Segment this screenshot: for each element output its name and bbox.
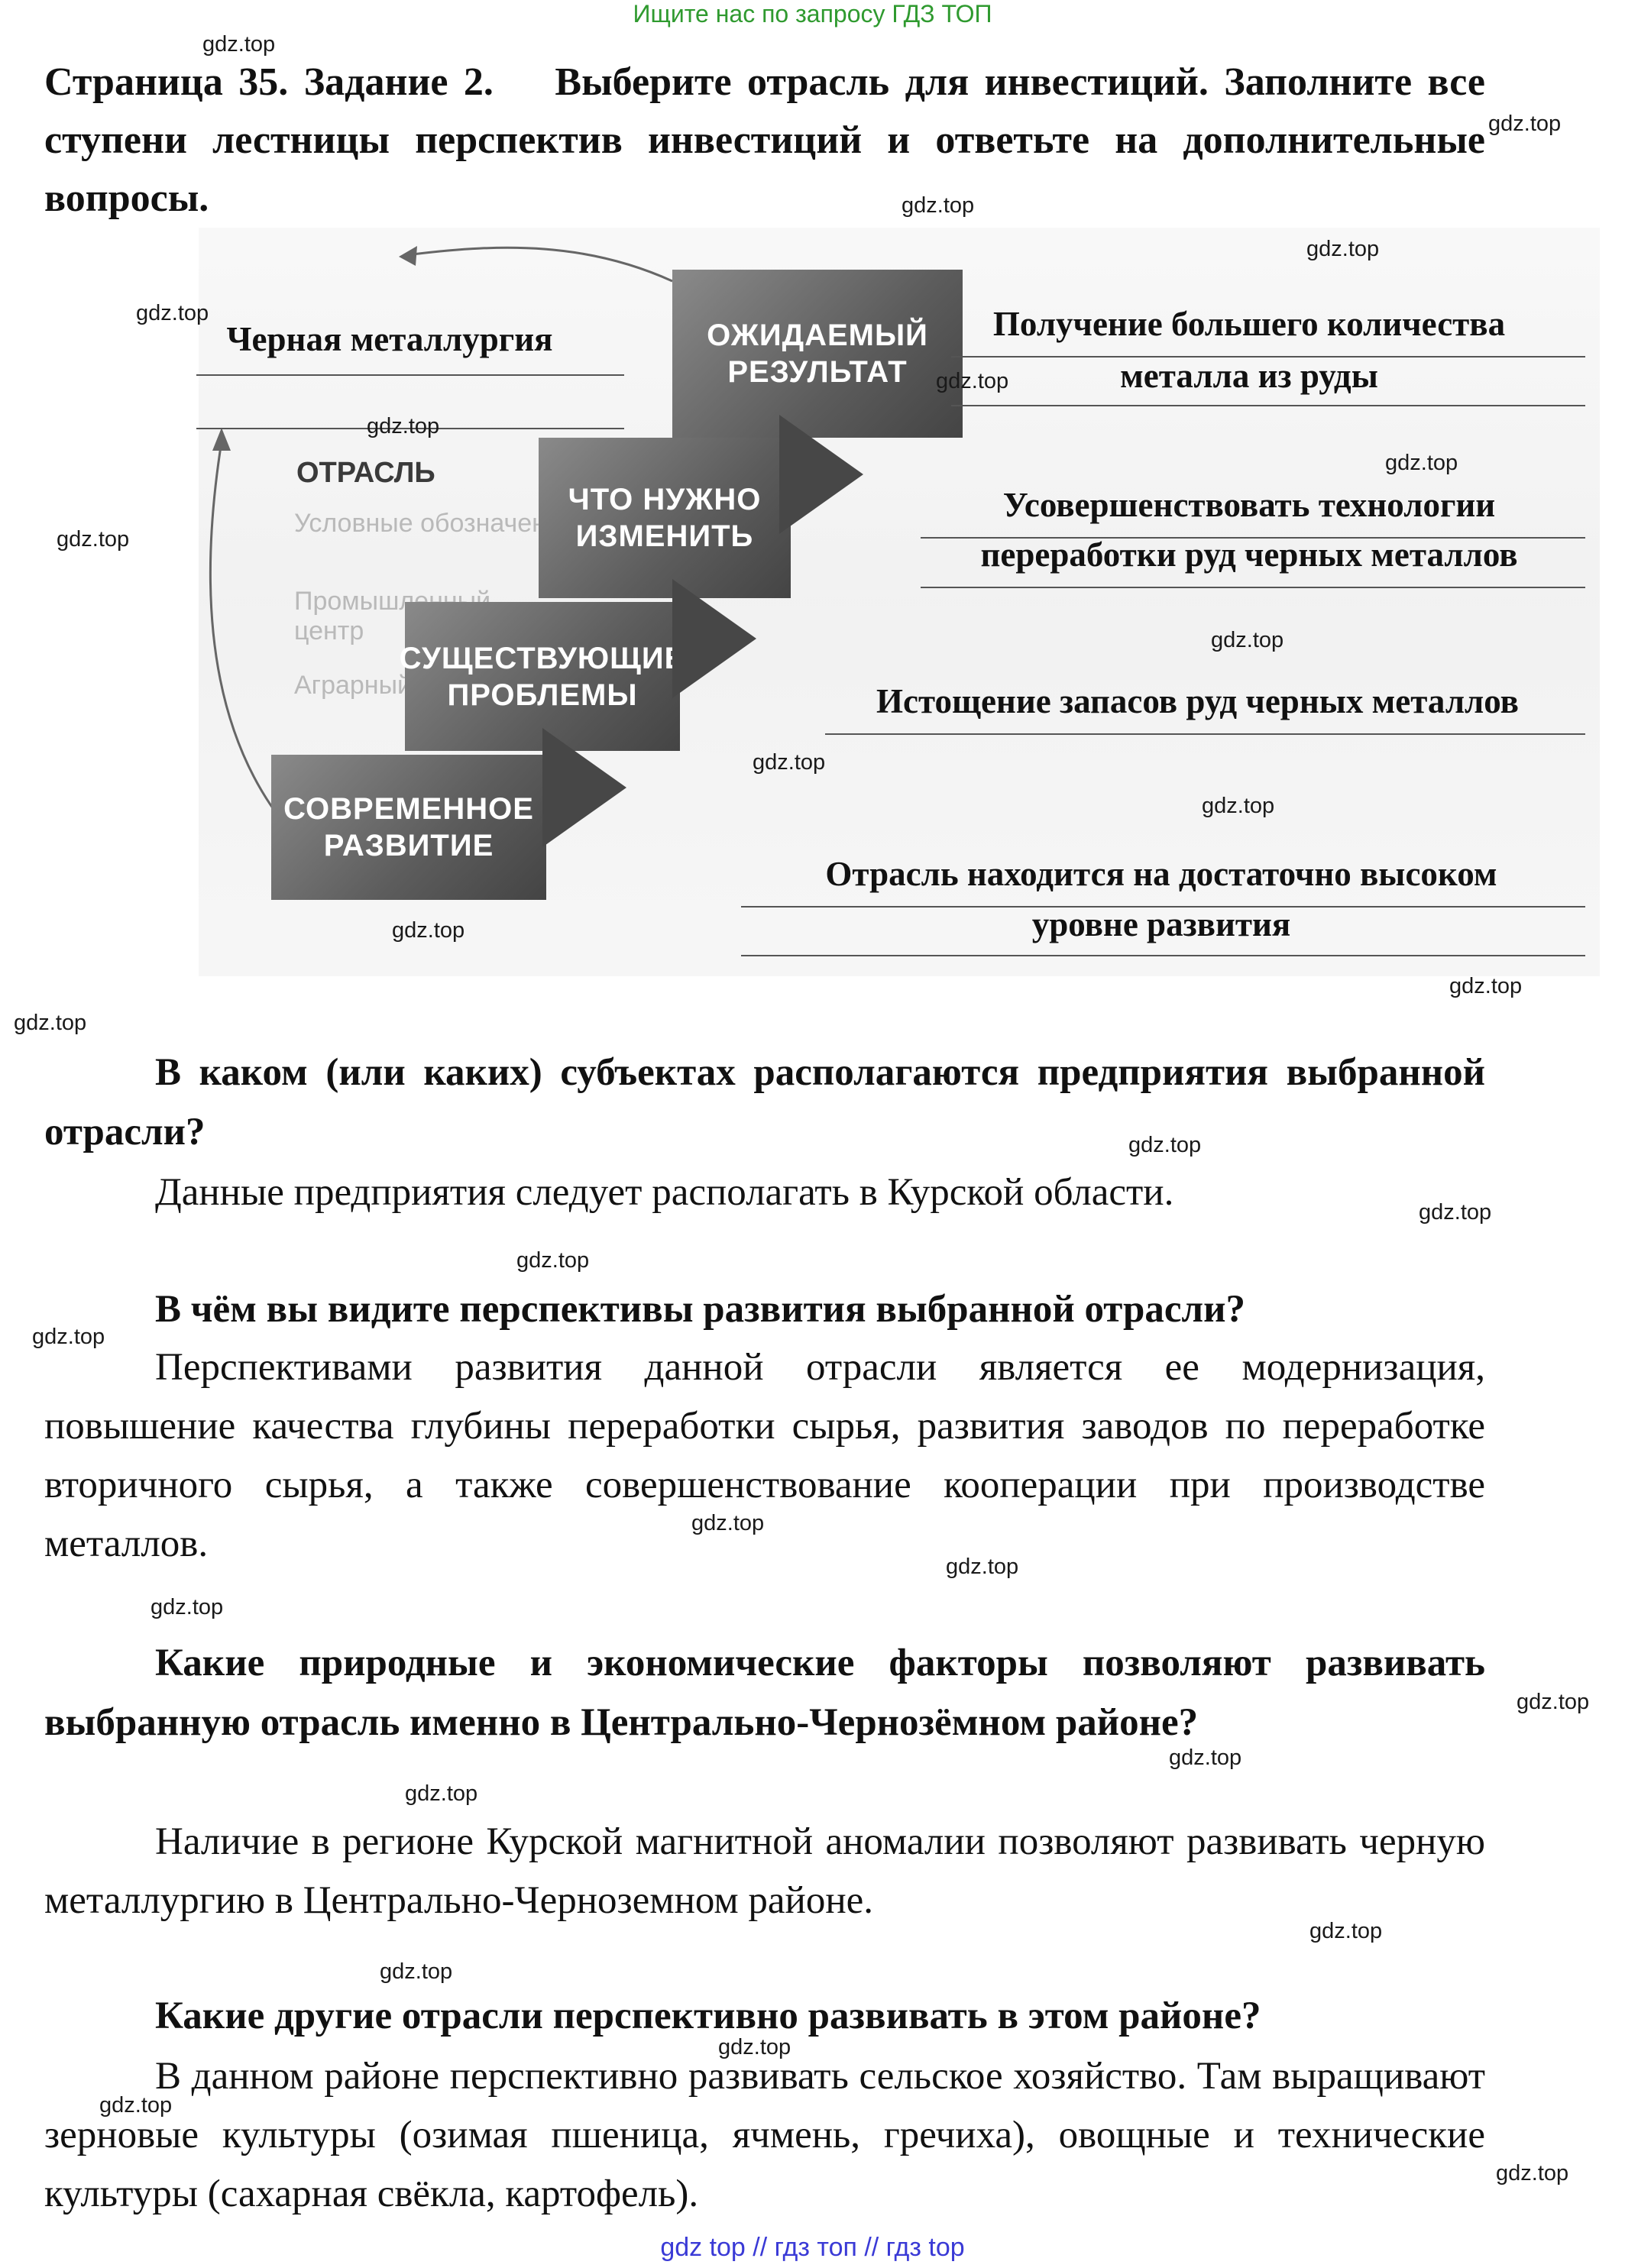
expected-answer-line-1: Получение большего количества [992,305,1506,343]
step-problems-line-2: ПРОБЛЕМЫ [447,678,638,712]
watermark: gdz.top [1169,1745,1242,1770]
current-answer-line-1: Отрасль находится на достаточно высоком [825,855,1497,893]
watermark: gdz.top [516,1248,590,1273]
watermark: gdz.top [1128,1133,1202,1157]
branch-line-1 [196,374,624,376]
watermark: gdz.top [1202,794,1275,818]
question-4: Какие другие отрасли перспективно развив… [155,1995,1261,2037]
watermark: gdz.top [1419,1200,1492,1225]
arrow-head-change [779,415,863,534]
answer-1: Данные предприятия следует располагать в… [155,1171,1174,1214]
footer-link[interactable]: gdz top // гдз топ // гдз top [660,2233,965,2262]
question-3: Какие природные и экономические факторы … [44,1642,1485,1744]
problems-answer-line-1: Истощение запасов руд черных металлов [876,682,1519,720]
change-rule-1 [921,537,1585,539]
current-rule-2 [741,955,1585,956]
answer-4: В данном районе перспективно развивать с… [44,2055,1485,2215]
answer-2: Перспективами развития данной отрасли яв… [44,1346,1485,1565]
watermark: gdz.top [718,2035,791,2059]
current-answer-line-2: уровне развития [1031,905,1291,943]
watermark: gdz.top [1496,2161,1569,2185]
watermark: gdz.top [32,1325,105,1349]
task-instruction: Выберите отрасль для инвестиций. Заполни… [44,60,1486,220]
question-2: В чём вы видите перспективы развития выб… [155,1288,1245,1331]
task-title: Страница 35. Задание 2. Выберите отрасль… [44,53,1485,228]
watermark: gdz.top [202,32,276,57]
watermark: gdz.top [57,527,130,552]
watermark: gdz.top [1449,974,1523,998]
step-problems-line-1: СУЩЕСТВУЮЩИЕ [399,641,686,675]
arrow-head-current [542,728,626,847]
watermark: gdz.top [1517,1690,1590,1714]
watermark: gdz.top [151,1595,224,1619]
watermark: gdz.top [1385,451,1458,475]
watermark: gdz.top [753,750,826,775]
watermark: gdz.top [99,2093,173,2118]
answer-3: Наличие в регионе Курской магнитной аном… [44,1820,1485,1922]
cycle-arrow [209,246,673,832]
watermark: gdz.top [380,1959,453,1984]
watermark: gdz.top [691,1511,765,1535]
watermark: gdz.top [946,1555,1019,1579]
step-change-line-1: ЧТО НУЖНО [568,483,762,516]
expected-answer-line-2: металла из руды [1120,357,1378,395]
watermark: gdz.top [136,301,209,325]
search-promo-link[interactable]: Ищите нас по запросу ГДЗ ТОП [633,0,992,28]
expected-rule-1 [951,356,1585,358]
watermark: gdz.top [902,193,975,218]
branch-answer: Черная металлургия [226,320,553,358]
branch-label: ОТРАСЛЬ [296,457,435,489]
step-expected-line-2: РЕЗУЛЬТАТ [727,355,908,389]
watermark: gdz.top [1211,628,1284,652]
watermark: gdz.top [936,369,1009,393]
step-current-line-1: СОВРЕМЕННОЕ [283,792,534,826]
watermark: gdz.top [405,1781,478,1806]
step-current-line-2: РАЗВИТИЕ [323,829,494,862]
step-change-line-2: ИЗМЕНИТЬ [575,519,754,553]
watermark: gdz.top [14,1011,87,1035]
watermark: gdz.top [367,414,440,438]
arrow-head-problems [672,579,756,698]
watermark: gdz.top [392,918,465,943]
investment-ladder-diagram: Условные обозначения: Промышленный центр… [183,228,1600,976]
change-rule-2 [921,587,1585,588]
legend-faint-text: Условные обозначения: [294,509,582,538]
watermark: gdz.top [1488,112,1562,136]
current-rule-1 [741,906,1585,908]
problems-rule-1 [825,733,1585,735]
change-answer-line-2: переработки руд черных металлов [980,535,1518,574]
watermark: gdz.top [1306,237,1380,261]
watermark: gdz.top [1309,1919,1383,1943]
change-answer-line-1: Усовершенствовать технологии [1002,486,1496,524]
branch-line-2 [196,428,624,429]
question-1: В каком (или каких) субъектах располагаю… [44,1051,1485,1153]
task-number: Страница 35. Задание 2. [44,60,494,104]
step-expected-line-1: ОЖИДАЕМЫЙ [707,319,928,352]
expected-rule-2 [951,405,1585,406]
